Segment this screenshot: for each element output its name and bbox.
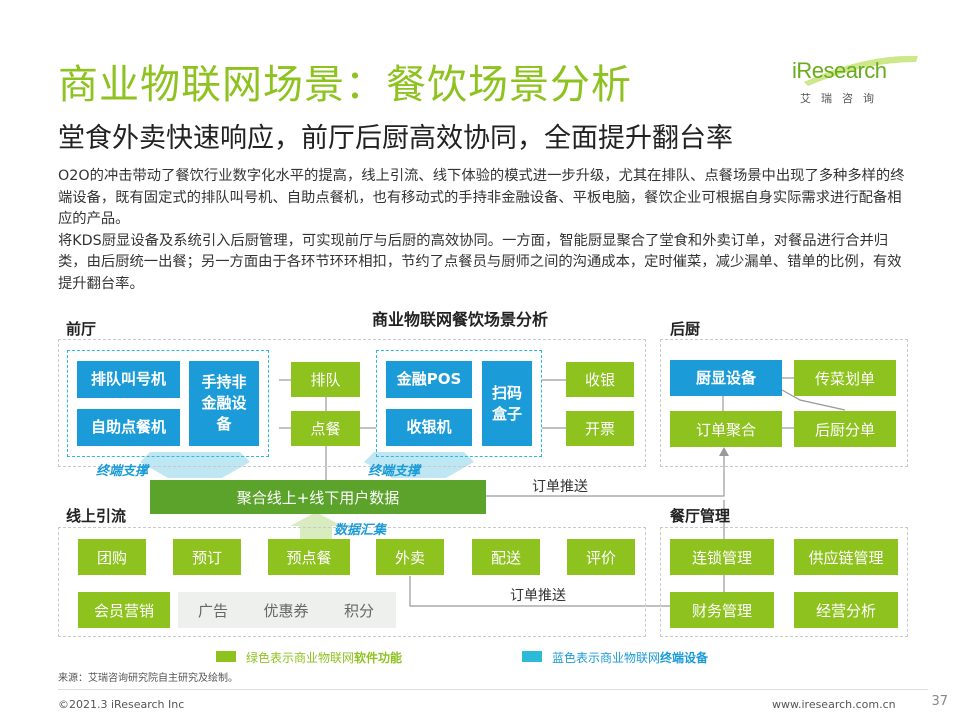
logo-subtext: 艾瑞咨询 [800, 92, 884, 105]
supply-chain-box: 供应链管理 [794, 539, 898, 575]
copyright: ©2021.3 iResearch Inc [58, 698, 185, 711]
legend-blue-text: 蓝色表示商业物联网终端设备 [552, 649, 708, 666]
terminal-support-label-2: 终端支撑 [368, 464, 421, 479]
self-order-machine-box: 自助点餐机 [77, 409, 180, 446]
order-box: 点餐 [291, 411, 360, 446]
handheld-device-box: 手持非金融设备 [189, 361, 259, 446]
kitchen-label: 后厨 [670, 320, 701, 338]
page-title: 商业物联网场景：餐饮场景分析 [58, 62, 632, 108]
source-note: 来源：艾瑞咨询研究院自主研究及绘制。 [58, 673, 238, 684]
order-aggregate-box: 订单聚合 [670, 411, 782, 447]
online-label: 线上引流 [66, 507, 127, 525]
coupon-item: 优惠券 [263, 601, 309, 620]
front-terminal-group-2 [376, 350, 542, 457]
front-hall-box [58, 339, 646, 467]
logo-text: iResearch [792, 58, 887, 83]
member-marketing-box: 会员营销 [78, 592, 170, 628]
queue-machine-box: 排队叫号机 [77, 361, 180, 398]
order-push-label-1: 订单推送 [532, 479, 588, 495]
ad-item: 广告 [197, 601, 228, 620]
kitchen-dispatch-box: 后厨分单 [794, 411, 896, 447]
online-item-delivery: 配送 [472, 539, 540, 575]
iresearch-logo: iResearch 艾瑞咨询 [792, 50, 922, 106]
online-box [58, 527, 646, 637]
order-push-label-2: 订单推送 [510, 588, 566, 604]
aggregate-data-bar: 聚合线上+线下用户数据 [150, 480, 486, 514]
management-label: 餐厅管理 [670, 507, 731, 525]
points-item: 积分 [343, 601, 374, 620]
management-box [660, 527, 908, 637]
member-extras-background [178, 592, 396, 628]
online-item-reserve: 预订 [173, 539, 241, 575]
legend-blue-bold: 终端设备 [660, 651, 709, 665]
paragraph-2: 将KDS厨显设备及系统引入后厨管理，可实现前厅与后厨的高效协同。一方面，智能厨显… [58, 232, 902, 292]
paragraph-1: O2O的冲击带动了餐饮行业数字化水平的提高，线上引流、线下体验的模式进一步升级，… [58, 168, 905, 227]
online-item-group-buy: 团购 [78, 539, 146, 575]
front-hall-label: 前厅 [66, 320, 97, 338]
legend-blue-prefix: 蓝色表示商业物联网 [552, 651, 661, 665]
cashier-box: 收银 [566, 362, 634, 397]
operation-analysis-box: 经营分析 [794, 592, 898, 628]
chain-management-box: 连锁管理 [670, 539, 774, 575]
front-terminal-group-1 [67, 350, 269, 457]
dish-serve-box: 传菜划单 [794, 360, 896, 396]
body-text: O2O的冲击带动了餐饮行业数字化水平的提高，线上引流、线下体验的模式进一步升级，… [58, 166, 908, 295]
legend-blue-swatch [522, 651, 542, 662]
logo-swoosh-icon [804, 55, 918, 86]
cashier-machine-box: 收银机 [386, 409, 472, 446]
site-url: www.iresearch.com.cn [772, 698, 896, 711]
kds-box: 厨显设备 [670, 360, 782, 396]
online-item-takeaway: 外卖 [376, 539, 444, 575]
invoice-box: 开票 [566, 411, 634, 446]
scan-box: 扫码盒子 [482, 361, 532, 446]
data-collect-label: 数据汇集 [334, 523, 387, 538]
online-item-review: 评价 [567, 539, 635, 575]
page-number: 37 [931, 694, 948, 709]
legend-green-swatch [216, 651, 236, 662]
diagram-title: 商业物联网餐饮场景分析 [372, 310, 549, 329]
legend-green-bold: 软件功能 [354, 651, 403, 665]
queue-box: 排队 [291, 362, 360, 397]
finance-management-box: 财务管理 [670, 592, 774, 628]
online-item-preorder: 预点餐 [268, 539, 350, 575]
terminal-support-label-1: 终端支撑 [96, 464, 149, 479]
page-subtitle: 堂食外卖快速响应，前厅后厨高效协同，全面提升翻台率 [58, 123, 733, 154]
legend-green-prefix: 绿色表示商业物联网 [246, 651, 355, 665]
finance-pos-box: 金融POS [386, 361, 472, 398]
legend-green-text: 绿色表示商业物联网软件功能 [246, 649, 402, 666]
kitchen-box [660, 339, 908, 467]
footer-divider [58, 689, 928, 690]
